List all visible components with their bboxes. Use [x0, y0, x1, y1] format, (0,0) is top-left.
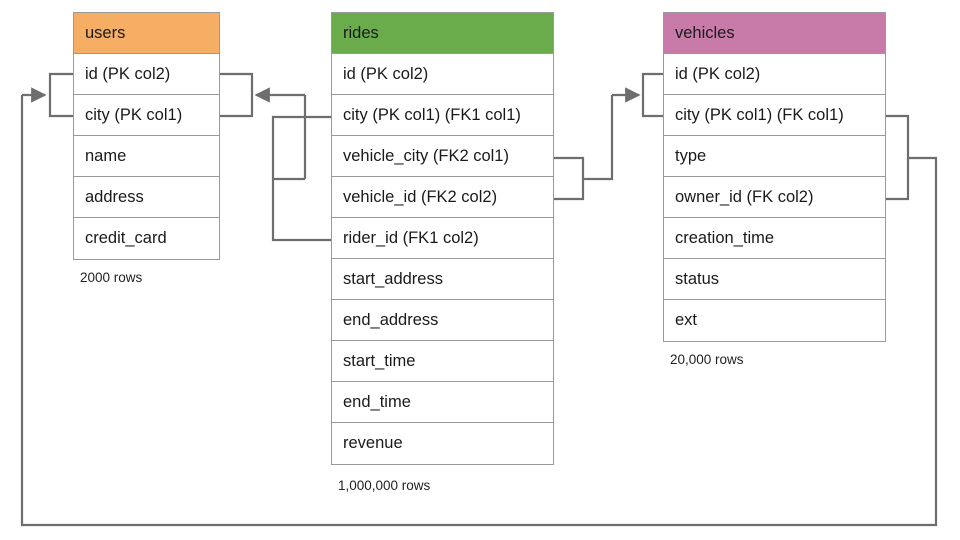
entity-header-rides: rides [332, 13, 553, 54]
row-count-rides: 1,000,000 rows [338, 478, 431, 493]
entity-table-vehicles[interactable]: vehicles id (PK col2) city (PK col1) (FK… [663, 12, 886, 342]
entity-header-vehicles: vehicles [664, 13, 885, 54]
relationship-fk2-rides-to-vehicles [554, 72, 663, 201]
field-rides-end-time[interactable]: end_time [332, 382, 553, 423]
field-rides-rider-id[interactable]: rider_id (FK1 col2) [332, 218, 553, 259]
field-rides-vehicle-city[interactable]: vehicle_city (FK2 col1) [332, 136, 553, 177]
row-count-vehicles: 20,000 rows [670, 352, 744, 367]
field-users-address[interactable]: address [74, 177, 219, 218]
field-vehicles-city[interactable]: city (PK col1) (FK col1) [664, 95, 885, 136]
field-vehicles-id[interactable]: id (PK col2) [664, 54, 885, 95]
field-rides-revenue[interactable]: revenue [343, 434, 403, 452]
field-rides-city[interactable]: city (PK col1) (FK1 col1) [332, 95, 553, 136]
field-vehicles-status[interactable]: status [664, 259, 885, 300]
field-vehicles-type[interactable]: type [664, 136, 885, 177]
field-vehicles-ext[interactable]: ext [675, 311, 698, 329]
field-users-credit-card[interactable]: credit_card [85, 229, 167, 247]
field-users-name[interactable]: name [74, 136, 219, 177]
relationship-fk1-rides-to-users [220, 72, 331, 242]
entity-header-users: users [74, 13, 219, 54]
field-rides-start-address[interactable]: start_address [332, 259, 553, 300]
entity-table-users[interactable]: users id (PK col2) city (PK col1) name a… [73, 12, 220, 260]
entity-table-rides[interactable]: rides id (PK col2) city (PK col1) (FK1 c… [331, 12, 554, 465]
field-users-city[interactable]: city (PK col1) [74, 95, 219, 136]
field-users-id[interactable]: id (PK col2) [74, 54, 219, 95]
field-vehicles-owner-id[interactable]: owner_id (FK col2) [664, 177, 885, 218]
field-vehicles-creation-time[interactable]: creation_time [664, 218, 885, 259]
field-rides-end-address[interactable]: end_address [332, 300, 553, 341]
field-rides-start-time[interactable]: start_time [332, 341, 553, 382]
field-rides-id[interactable]: id (PK col2) [332, 54, 553, 95]
field-rides-vehicle-id[interactable]: vehicle_id (FK2 col2) [332, 177, 553, 218]
row-count-users: 2000 rows [80, 270, 143, 285]
